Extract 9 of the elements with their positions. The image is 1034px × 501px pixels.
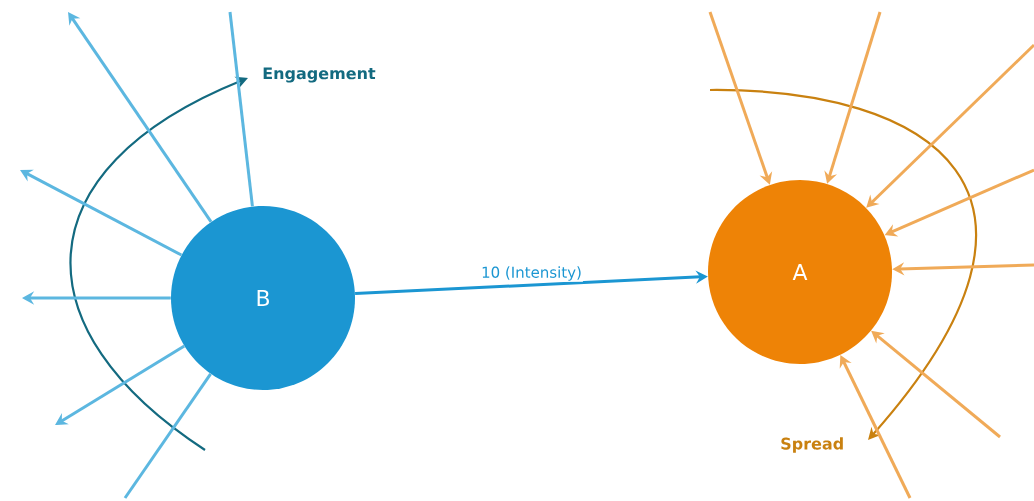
arrow [866,43,1034,208]
circle-node: B [171,206,355,390]
arrow [68,12,213,223]
arrow [20,169,183,257]
direction-label: Spread [781,437,843,453]
arrow [55,344,186,425]
circle-node: A [708,180,892,364]
edge-label: 10 (Intensity) [480,265,583,282]
direction-label: Engagement [263,67,376,83]
